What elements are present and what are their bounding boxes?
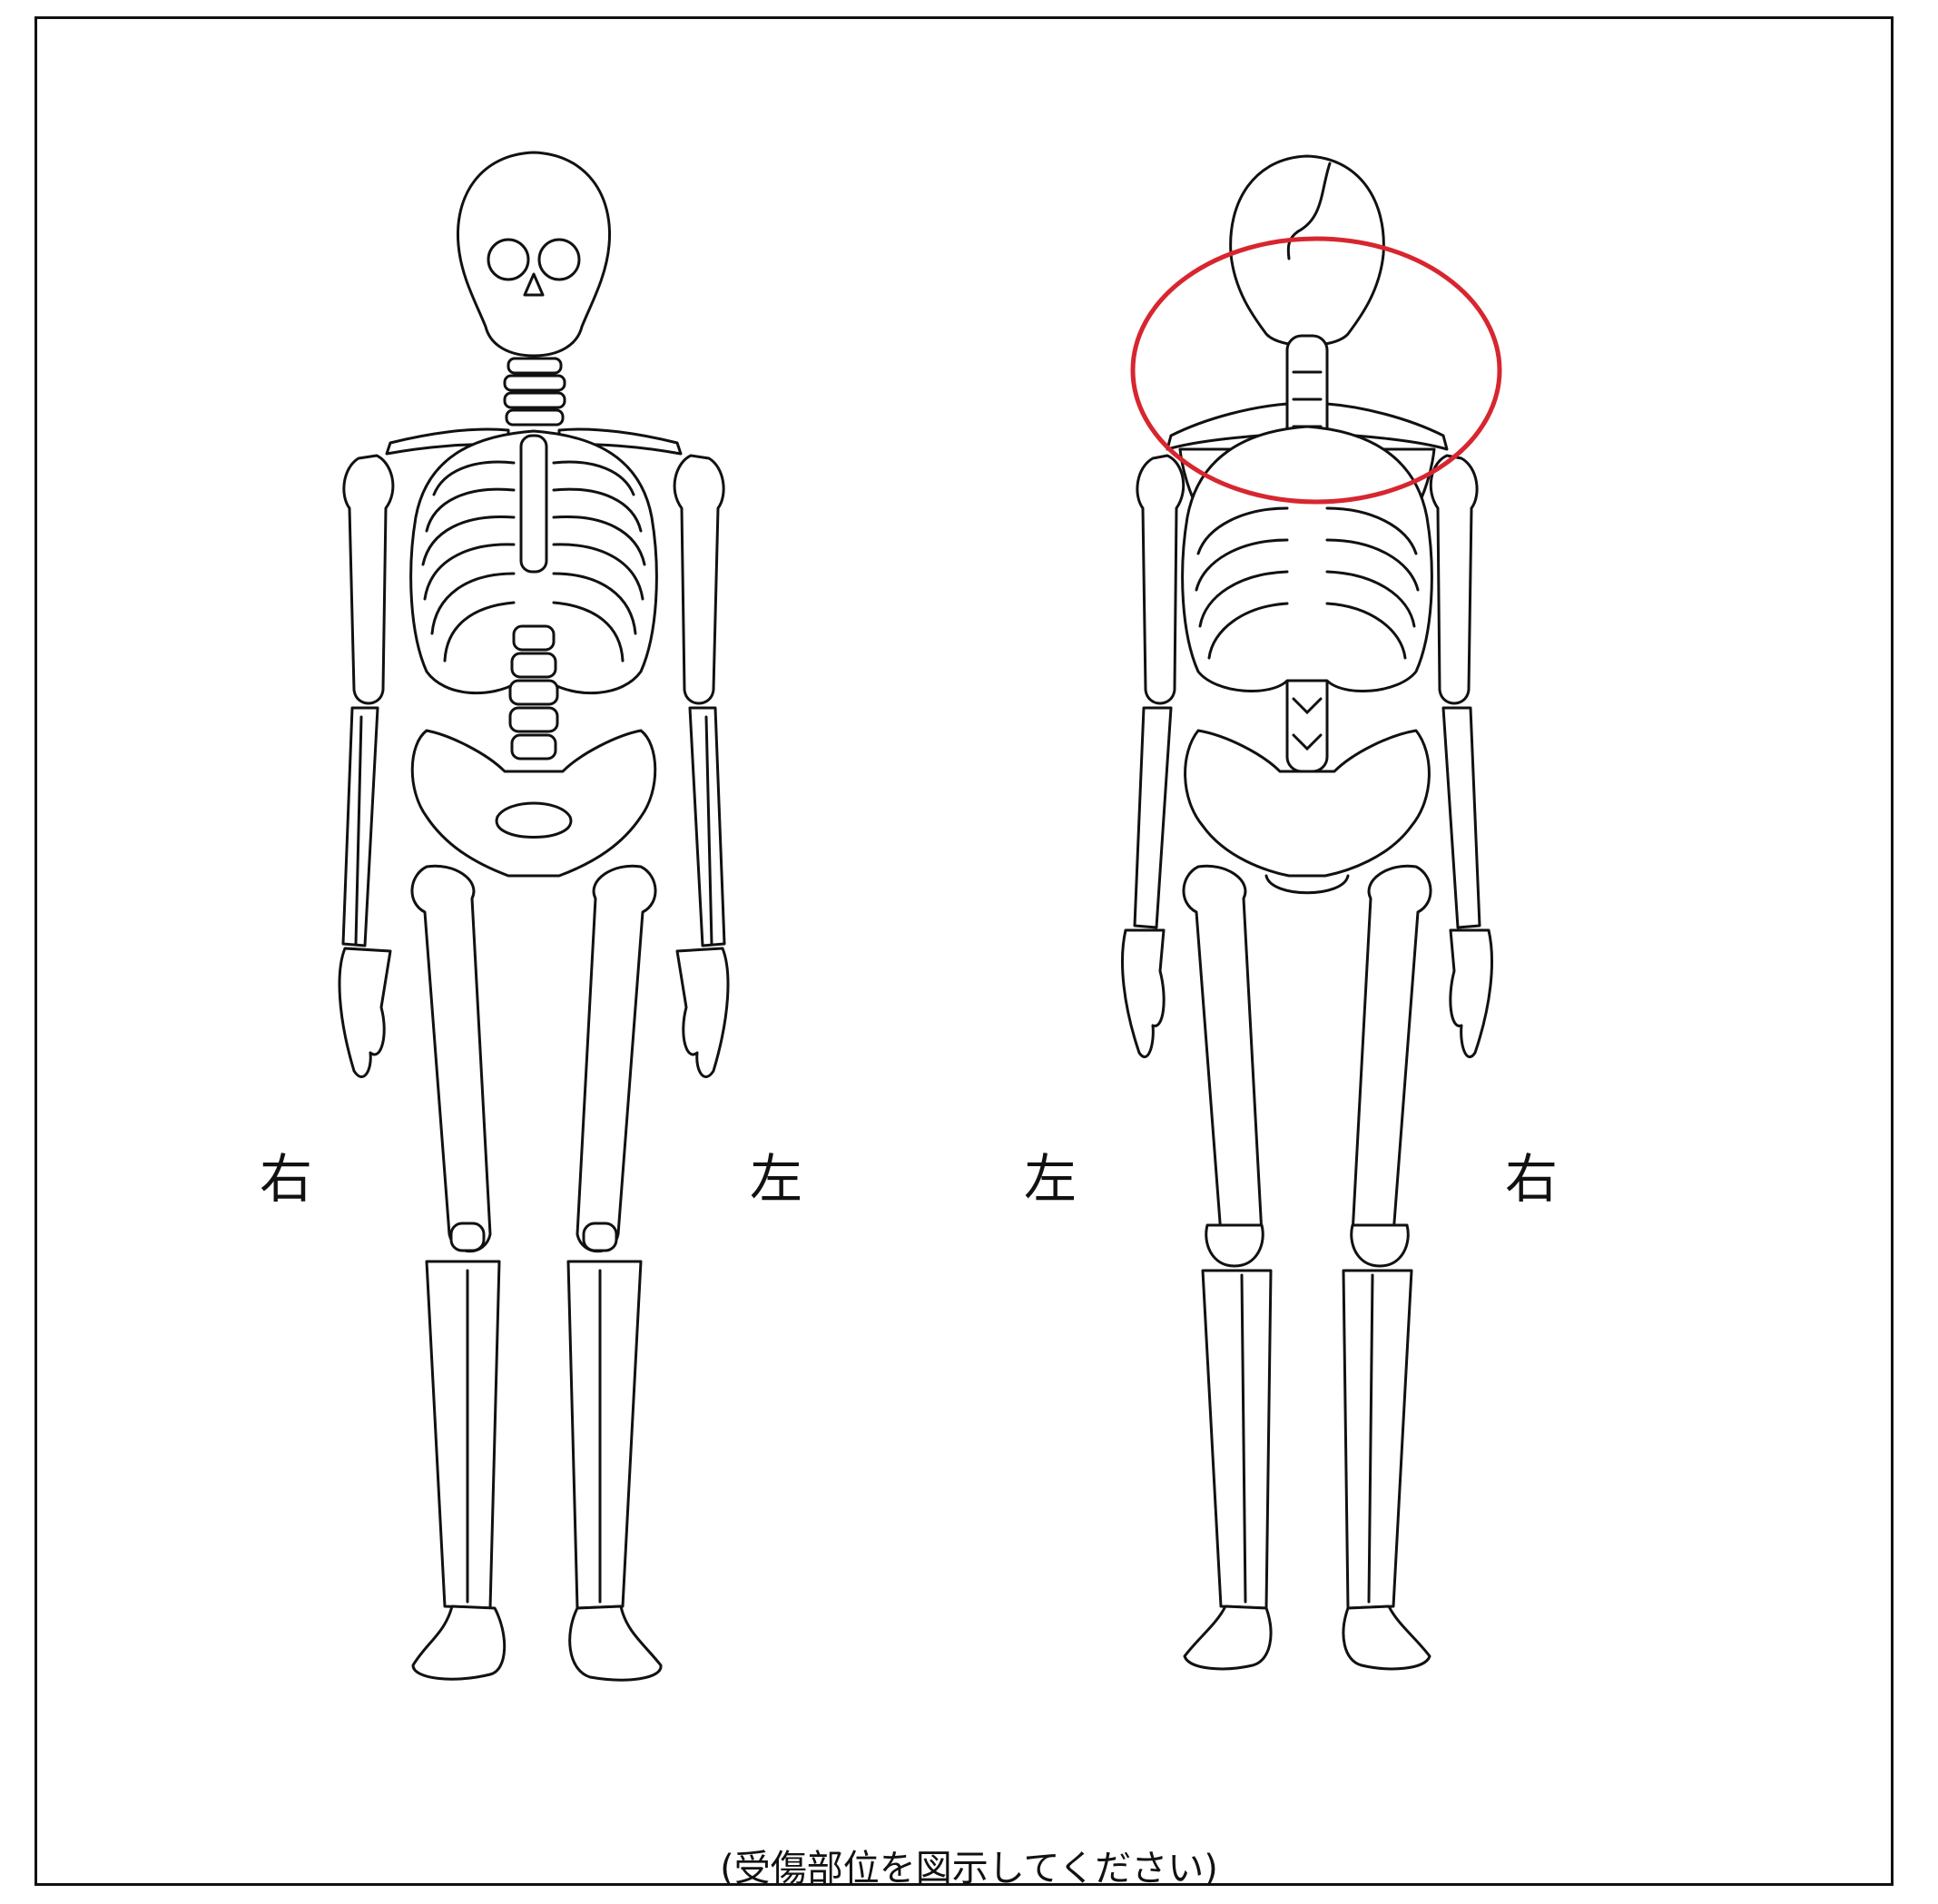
front-foot-right: [413, 1606, 505, 1679]
back-femur-left: [1184, 866, 1262, 1251]
front-eye-socket-right: [488, 240, 528, 280]
front-sternum: [521, 436, 546, 572]
front-skull: [457, 152, 609, 356]
front-humerus-left: [674, 456, 723, 703]
front-skeleton: [339, 152, 728, 1680]
front-humerus-right: [344, 456, 393, 703]
back-foot-left: [1185, 1606, 1271, 1669]
back-humerus-left: [1137, 456, 1184, 703]
front-hand-right: [339, 948, 390, 1077]
back-left-side-label: 左: [1024, 1153, 1077, 1205]
front-hand-left: [677, 948, 728, 1077]
back-skull: [1231, 156, 1384, 346]
front-tibia-right: [427, 1261, 499, 1608]
back-forearm-right: [1443, 708, 1480, 927]
back-skeleton: [1122, 156, 1491, 1669]
instruction-caption: (受傷部位を図示してください): [0, 1839, 1938, 1891]
back-tibia-left: [1203, 1271, 1271, 1608]
back-tibia-right: [1343, 1271, 1412, 1608]
back-sacrum: [1266, 876, 1348, 893]
front-foot-left: [570, 1606, 661, 1680]
back-hand-left: [1122, 930, 1164, 1057]
front-lumbar-spine: [510, 626, 557, 759]
back-right-side-label: 右: [1505, 1153, 1558, 1205]
back-foot-right: [1343, 1606, 1430, 1669]
back-knee-left: [1206, 1225, 1264, 1266]
front-right-side-label: 右: [260, 1153, 312, 1205]
front-patella-left: [584, 1223, 616, 1251]
front-eye-socket-left: [539, 240, 579, 280]
front-femur-right: [412, 866, 490, 1251]
back-femur-right: [1353, 866, 1431, 1251]
front-left-side-label: 左: [750, 1153, 802, 1205]
front-cervical-spine: [505, 358, 565, 425]
back-forearm-left: [1135, 708, 1171, 927]
front-tibia-left: [568, 1261, 641, 1608]
back-hand-right: [1451, 930, 1492, 1057]
front-femur-left: [577, 866, 655, 1251]
front-patella-right: [451, 1223, 484, 1251]
back-humerus-right: [1431, 456, 1477, 703]
back-knee-right: [1352, 1225, 1409, 1266]
